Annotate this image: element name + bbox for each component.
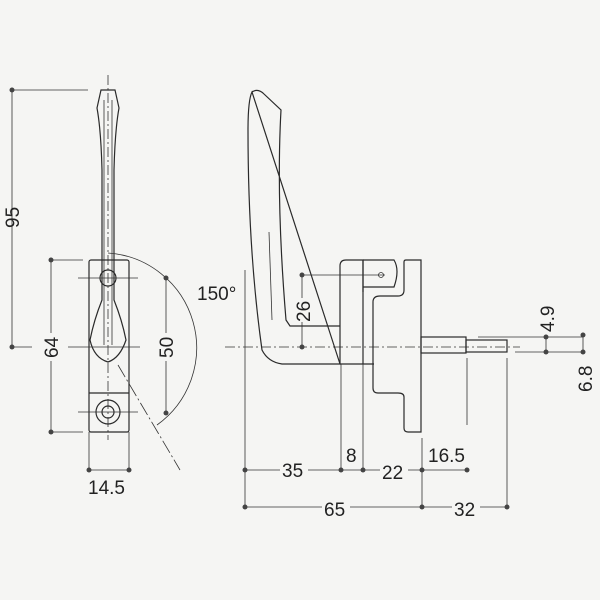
shaft (420, 336, 467, 354)
base-plate (88, 259, 130, 433)
dim-35: 35 (282, 461, 303, 482)
handle-front (89, 89, 127, 363)
dim-16-5: 16.5 (428, 446, 465, 467)
dim-32: 32 (454, 500, 475, 521)
dim-65: 65 (324, 500, 345, 521)
dim-95: 95 (3, 207, 24, 228)
side-view: 26 35 8 22 16.5 65 32 4.9 6.8 (225, 89, 597, 521)
shaft-tip (465, 339, 508, 353)
dim-26: 26 (294, 301, 315, 322)
dim-14-5: 14.5 (88, 478, 125, 499)
dim-8: 8 (346, 446, 357, 467)
dim-64: 64 (42, 336, 63, 358)
dim-50: 50 (157, 337, 178, 358)
dim-22: 22 (382, 463, 403, 484)
dim-6-8: 6.8 (576, 366, 597, 392)
angle-150: 150° (197, 284, 236, 305)
dim-4-9: 4.9 (538, 306, 559, 332)
handle-side (247, 89, 341, 365)
front-view: 95 64 50 14.5 150° (3, 75, 236, 499)
rotation-arc (107, 252, 198, 426)
base-plate-side (372, 259, 422, 433)
